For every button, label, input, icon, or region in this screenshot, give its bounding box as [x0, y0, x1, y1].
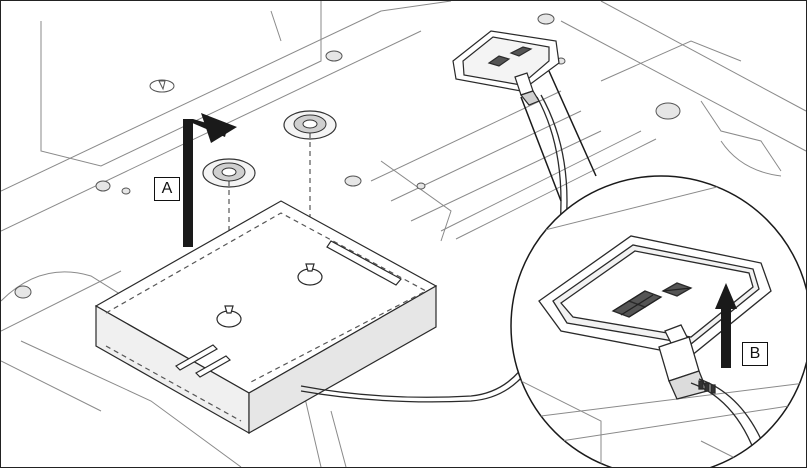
socket-large: [538, 235, 772, 357]
detail-view: [510, 175, 806, 467]
callout-label-b: B: [742, 342, 768, 366]
socket-small: [452, 30, 560, 106]
mounting-stud-right: [283, 110, 337, 140]
mounting-stud-left: [202, 158, 256, 188]
callout-label-a: A: [154, 177, 180, 201]
arrow-a: [183, 113, 237, 247]
zoom-lines: [520, 70, 597, 202]
plug-connector: [658, 324, 774, 467]
control-housing: [94, 200, 438, 435]
arrow-b: [715, 283, 737, 368]
keyhole-marker: [149, 79, 175, 93]
